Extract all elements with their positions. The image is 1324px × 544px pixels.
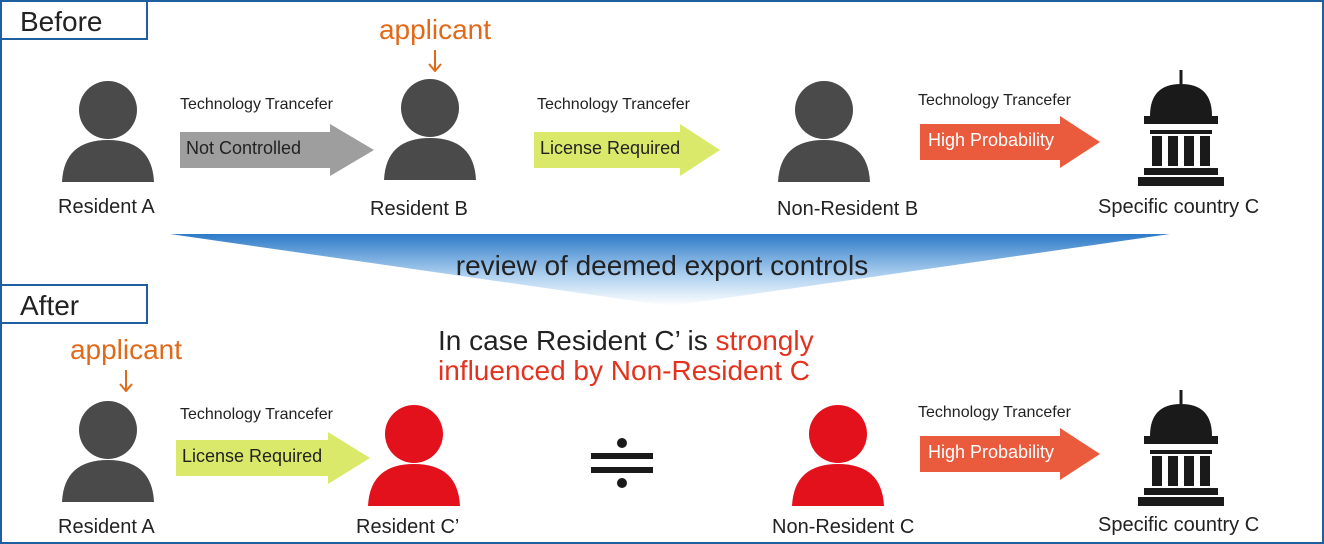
resident-a-label: Resident A bbox=[58, 516, 155, 538]
resident-a-person-icon bbox=[62, 401, 154, 502]
resident-a-label: Resident A bbox=[58, 196, 155, 218]
down-arrow-icon bbox=[119, 370, 133, 392]
condition-note: In case Resident C’ is strongly influenc… bbox=[438, 326, 814, 386]
arrow-high-probability bbox=[920, 116, 1100, 168]
flow-title: Technology Trancefer bbox=[537, 96, 690, 113]
after-applicant-label: applicant bbox=[69, 334, 183, 365]
non-resident-c-person-icon bbox=[792, 405, 884, 506]
non-resident-c-label: Non-Resident C bbox=[772, 516, 915, 538]
resident-c-person-icon bbox=[368, 405, 460, 506]
arrow-license-required bbox=[176, 432, 370, 484]
resident-c-label: Resident C’ bbox=[356, 516, 460, 538]
arrow-label-high-probability: High Probability bbox=[928, 130, 1055, 150]
note-line1-prefix: In case Resident C’ is bbox=[438, 325, 716, 356]
after-tab: After bbox=[0, 284, 148, 324]
arrow-label-not-controlled: Not Controlled bbox=[186, 138, 302, 158]
before-tab: Before bbox=[0, 0, 148, 40]
flow-title: Technology Trancefer bbox=[918, 404, 1071, 421]
country-c-label: Specific country C bbox=[1098, 196, 1260, 218]
flow-title: Technology Trancefer bbox=[180, 406, 333, 423]
arrow-high-probability bbox=[920, 428, 1100, 480]
review-banner bbox=[170, 234, 1170, 306]
resident-b-label: Resident B bbox=[370, 198, 468, 220]
note-line1-highlight: strongly bbox=[715, 325, 814, 356]
arrow-label-license-required: License Required bbox=[540, 138, 681, 158]
before-applicant-label: applicant bbox=[378, 14, 492, 45]
government-building-icon bbox=[1138, 70, 1224, 186]
resident-a-person-icon bbox=[62, 81, 154, 182]
resident-b-person-icon bbox=[384, 79, 476, 180]
arrow-label-high-probability: High Probability bbox=[928, 442, 1055, 462]
down-arrow-icon bbox=[428, 50, 442, 72]
government-building-icon bbox=[1138, 390, 1224, 506]
non-resident-b-person-icon bbox=[778, 81, 870, 182]
note-line2: influenced by Non-Resident C bbox=[438, 355, 810, 386]
review-banner-text: review of deemed export controls bbox=[455, 250, 869, 281]
flow-title: Technology Trancefer bbox=[180, 96, 333, 113]
arrow-license-required bbox=[534, 124, 720, 176]
arrow-not-controlled bbox=[180, 124, 374, 176]
country-c-label: Specific country C bbox=[1098, 514, 1260, 536]
arrow-label-license-required: License Required bbox=[182, 446, 323, 466]
approximately-equal-icon bbox=[591, 438, 653, 488]
flow-title: Technology Trancefer bbox=[918, 92, 1071, 109]
non-resident-b-label: Non-Resident B bbox=[777, 198, 919, 220]
